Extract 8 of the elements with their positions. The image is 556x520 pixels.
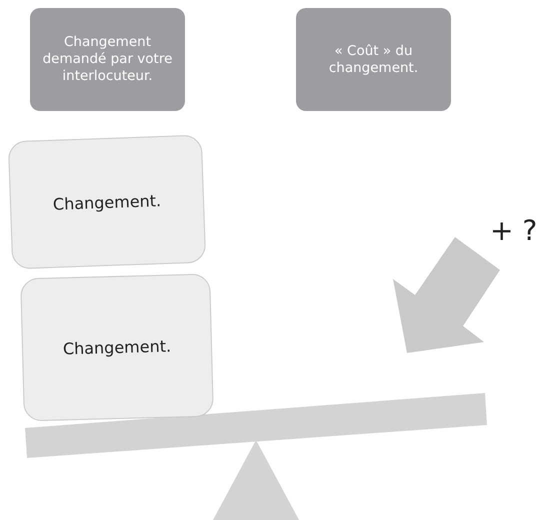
- header-box: [30, 8, 185, 111]
- box-text: Changement.: [52, 190, 162, 214]
- header-box: [296, 8, 451, 111]
- weight-block: [20, 274, 214, 422]
- box-text: Changement demandé par votre interlocuteur.: [42, 34, 174, 85]
- box-text: Changement.: [62, 336, 172, 358]
- box-text: « Coût » du changement.: [328, 42, 420, 76]
- question-text: + ?: [490, 214, 538, 247]
